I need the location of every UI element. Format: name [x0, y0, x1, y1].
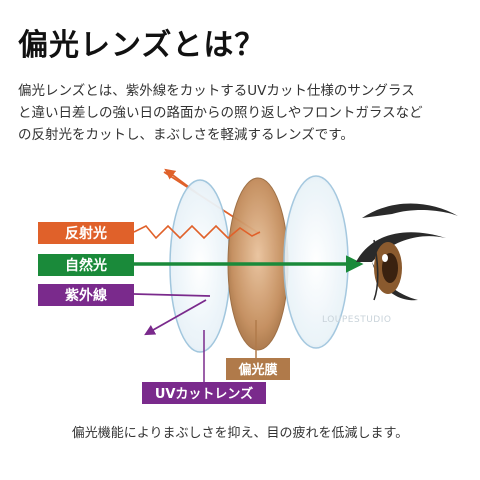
intro-line: 偏光レンズとは、紫外線をカットするUVカット仕様のサングラス	[18, 83, 415, 99]
svg-text:反射光: 反射光	[65, 225, 107, 242]
svg-text:自然光: 自然光	[65, 257, 107, 274]
intro-line: の反射光をカットし、まぶしさを軽減するレンズです。	[18, 127, 354, 143]
intro-line: と違い日差しの強い日の路面からの照り返しやフロントガラスなど	[18, 105, 423, 121]
svg-text:偏光膜: 偏光膜	[238, 362, 277, 378]
label-uv: 紫外線	[38, 284, 134, 306]
uv-ray-reflected	[144, 299, 207, 336]
watermark: LOUPESTUDIO	[322, 315, 391, 325]
uv-cut-lens	[169, 179, 231, 353]
svg-text:紫外線: 紫外線	[65, 287, 107, 304]
intro-paragraph: 偏光レンズとは、紫外線をカットするUVカット仕様のサングラス と違い日差しの強い…	[18, 80, 468, 146]
reflected-ray-wave	[133, 224, 261, 240]
label-reflected: 反射光	[38, 222, 134, 244]
uv-ray-incoming	[133, 293, 211, 297]
label-polarizing-film: 偏光膜	[226, 358, 290, 380]
label-natural: 自然光	[38, 254, 134, 276]
eye-illustration	[356, 203, 458, 301]
label-uv-cut-lens: UVカットレンズ	[142, 382, 266, 404]
footer-caption: 偏光機能によりまぶしさを抑え、目の疲れを低減します。	[71, 426, 409, 441]
page-title: 偏光レンズとは？	[18, 28, 266, 63]
svg-text:UVカットレンズ: UVカットレンズ	[155, 386, 253, 402]
